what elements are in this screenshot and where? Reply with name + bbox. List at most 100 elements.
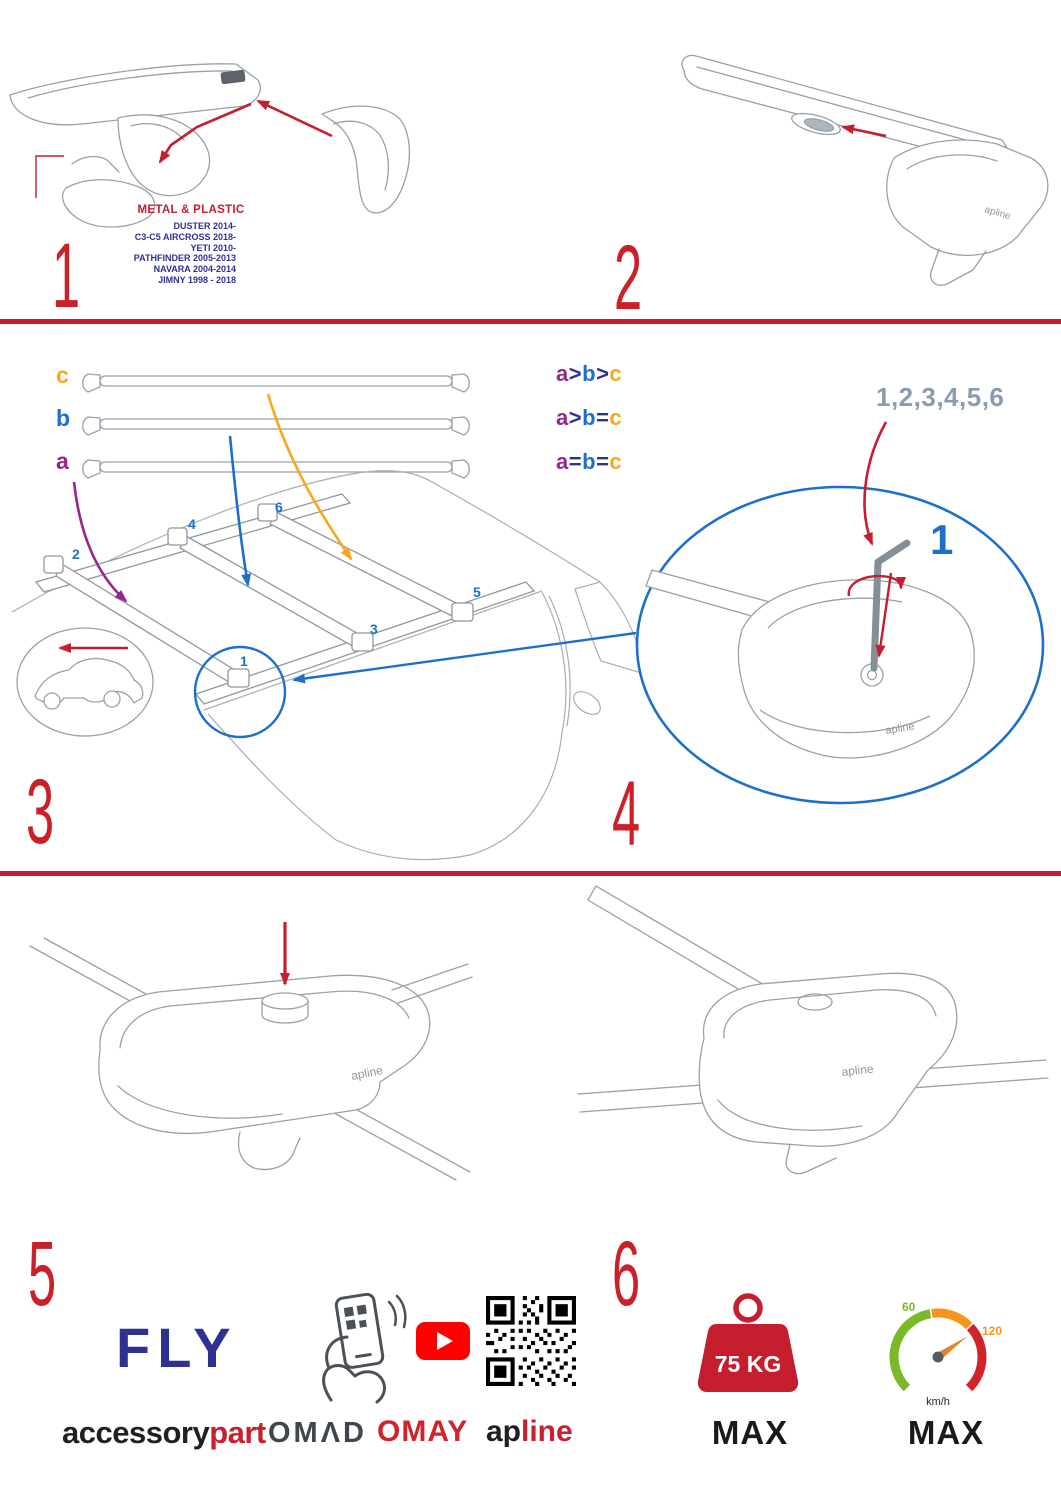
section-divider	[0, 319, 1061, 324]
step-number-5: 5	[28, 1223, 56, 1325]
omay-logo: OMAY	[377, 1415, 469, 1448]
legend-char: a	[556, 449, 569, 474]
order-callout-number: 1	[930, 516, 954, 563]
step1-clamp-drawing	[9, 63, 411, 228]
bar-label-c: c	[56, 362, 69, 388]
position-number-6: 6	[275, 499, 283, 515]
apline-mark: apline	[841, 1062, 875, 1079]
brand-badge	[220, 69, 246, 85]
arrow-c	[266, 393, 353, 561]
vehicle-item: NAVARA 2004-2014	[153, 264, 236, 275]
step2-insert-arrow	[841, 124, 887, 138]
tighten-arrows	[847, 572, 906, 658]
lock-cap	[261, 992, 309, 1010]
arrow-a	[72, 481, 128, 603]
step1-step2-illustrations: apline	[9, 54, 1049, 286]
step-number-2: 2	[614, 227, 642, 329]
step1-annotations	[35, 99, 333, 198]
apline-mark: apline	[885, 721, 916, 737]
claw-leader-line	[35, 155, 64, 198]
rotate-arrow	[847, 574, 906, 597]
crossbar-a-drawing	[82, 459, 470, 479]
arrow-b	[228, 435, 252, 587]
legend-row-1: a>b>c	[556, 360, 622, 388]
hex-key-drawing	[870, 539, 911, 672]
accessorypart-logo-part: part	[209, 1415, 266, 1450]
side-mirror	[573, 691, 601, 715]
step-number-6: 6	[612, 1223, 640, 1325]
legend-char: c	[609, 405, 623, 430]
speedometer-icon: 60 120 km/h	[889, 1300, 1002, 1408]
position-1-highlight	[193, 645, 287, 739]
speed-max-label: MAX	[907, 1414, 985, 1451]
vehicle-item: PATHFINDER 2005-2013	[133, 253, 236, 264]
legend-char: c	[609, 361, 623, 386]
legend-char: =	[596, 449, 610, 474]
legend-char: >	[596, 361, 610, 386]
roof-outline-drawing	[11, 470, 646, 861]
position-number-4: 4	[188, 516, 196, 532]
phone-scan-icon	[322, 1292, 407, 1404]
vehicle-item: YETI 2010-	[190, 242, 236, 253]
material-label: METAL & PLASTIC	[137, 204, 245, 216]
mounted-crossbars-drawing	[43, 503, 474, 688]
speed-high-label: 120	[982, 1324, 1002, 1338]
crossbar-c-drawing	[82, 373, 470, 393]
apline-logo: apline	[486, 1417, 573, 1447]
step2-crossbar-drawing: apline	[681, 54, 1049, 286]
legend-char: a	[556, 405, 569, 430]
step3-step4-illustrations: apline	[11, 373, 1045, 861]
press-down-arrow	[875, 572, 893, 658]
tighten-sequence: 1,2,3,4,5,6	[876, 382, 1005, 412]
position-number-3: 3	[370, 621, 378, 637]
vehicle-item: DUSTER 2014-	[173, 221, 236, 231]
legend-row-2: a>b=c	[556, 404, 622, 432]
clamp-edge-arrow	[158, 102, 252, 164]
legend-char: b	[582, 405, 597, 430]
speed-low-label: 60	[902, 1300, 916, 1314]
vehicle-item: C3-C5 AIRCROSS 2018-	[134, 231, 236, 242]
step-number-3: 3	[26, 761, 54, 863]
section-divider	[0, 871, 1061, 876]
legend-char: b	[582, 449, 597, 474]
position-number-5: 5	[473, 584, 481, 600]
pad-to-bar-arrow	[256, 99, 333, 138]
zoom-foot-drawing: apline	[645, 569, 975, 759]
bar-position-arrows	[72, 393, 353, 603]
apline-mark: apline	[350, 1063, 384, 1083]
cap-hole	[797, 993, 833, 1011]
legend-row-3: a=b=c	[556, 448, 622, 476]
apline-logo-ap: ap	[486, 1415, 522, 1448]
step5-step6-illustrations: apline apline	[29, 885, 1049, 1181]
position-number-1: 1	[240, 653, 248, 669]
step-number-4: 4	[612, 763, 640, 865]
legend-char: >	[568, 405, 583, 430]
apline-logo-line: line	[521, 1415, 573, 1448]
zoom-connector-arrow	[292, 631, 637, 684]
position-number-2: 2	[72, 546, 80, 562]
legend-char: =	[568, 449, 583, 474]
weight-icon: 75 KG	[697, 1293, 799, 1392]
accessorypart-logo-accessory: accessory	[62, 1415, 210, 1450]
product-logo: FLY	[116, 1316, 238, 1379]
legend-char: >	[568, 361, 583, 386]
step-number-1: 1	[52, 225, 80, 327]
gauge-needle	[935, 1336, 968, 1361]
bar-label-b: b	[56, 405, 71, 431]
bar-label-a: a	[56, 448, 69, 474]
order-arrow	[863, 421, 888, 546]
speed-unit-label: km/h	[926, 1396, 950, 1408]
front-direction-inset	[16, 627, 154, 737]
step6-foot-drawing: apline	[577, 885, 1049, 1175]
step5-foot-drawing: apline	[29, 937, 473, 1181]
legend-char: b	[582, 361, 597, 386]
vehicle-item: JIMNY 1998 - 2018	[158, 274, 236, 285]
qr-code-icon	[486, 1296, 576, 1386]
legend-char: a	[556, 361, 569, 386]
weight-value: 75 KG	[715, 1351, 781, 1377]
size-legend: a>b>c a>b=c a=b=c	[556, 360, 622, 492]
youtube-icon	[416, 1322, 470, 1360]
vehicle-list: DUSTER 2014- C3-C5 AIRCROSS 2018- YETI 2…	[96, 221, 236, 286]
weight-max-label: MAX	[711, 1414, 789, 1451]
legend-char: c	[609, 449, 623, 474]
